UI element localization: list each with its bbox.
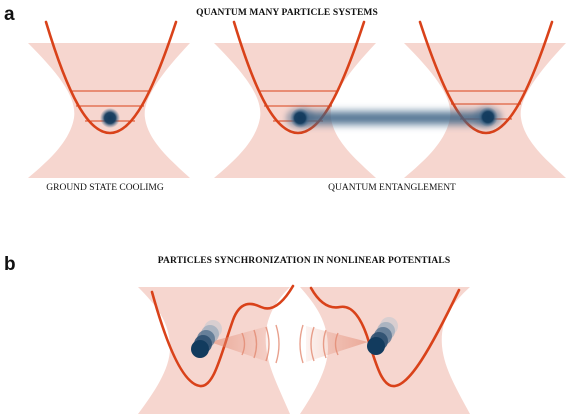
trapped-particle	[478, 107, 498, 127]
particle-motion-trail	[367, 317, 398, 355]
panel-b-letter: b	[4, 254, 16, 275]
caption-entanglement: QUANTUM ENTANGLEMENT	[328, 183, 456, 193]
emission-cone	[306, 326, 368, 362]
harmonic-potential	[44, 20, 178, 135]
emission-wavefronts	[241, 324, 280, 364]
optical-trap-beam	[138, 287, 290, 414]
nonlinear-potential	[150, 284, 295, 388]
caption-ground-state: GROUND STATE COOLIMG	[46, 183, 164, 193]
harmonic-potential	[232, 20, 366, 135]
panel-b-title: PARTICLES SYNCHRONIZATION IN NONLINEAR P…	[158, 256, 450, 266]
harmonic-potential	[418, 20, 554, 135]
emission-wavefronts	[299, 324, 339, 364]
nonlinear-trap-left	[138, 284, 295, 414]
trap-entangled-left	[214, 20, 376, 178]
panel-a-letter: a	[4, 4, 15, 25]
trap-ground-state	[28, 20, 190, 178]
panel-a-title: QUANTUM MANY PARTICLE SYSTEMS	[196, 8, 378, 18]
trapped-particle	[290, 108, 310, 128]
trapped-particle	[100, 108, 120, 128]
entanglement-bridge	[286, 107, 502, 129]
trapped-particle	[367, 337, 385, 355]
particle-motion-trail	[191, 320, 222, 358]
trap-entangled-right	[404, 20, 566, 178]
nonlinear-trap-right	[299, 286, 470, 414]
optical-trap-beam	[300, 287, 470, 414]
trapped-particle	[191, 340, 209, 358]
emission-cone	[210, 326, 268, 362]
